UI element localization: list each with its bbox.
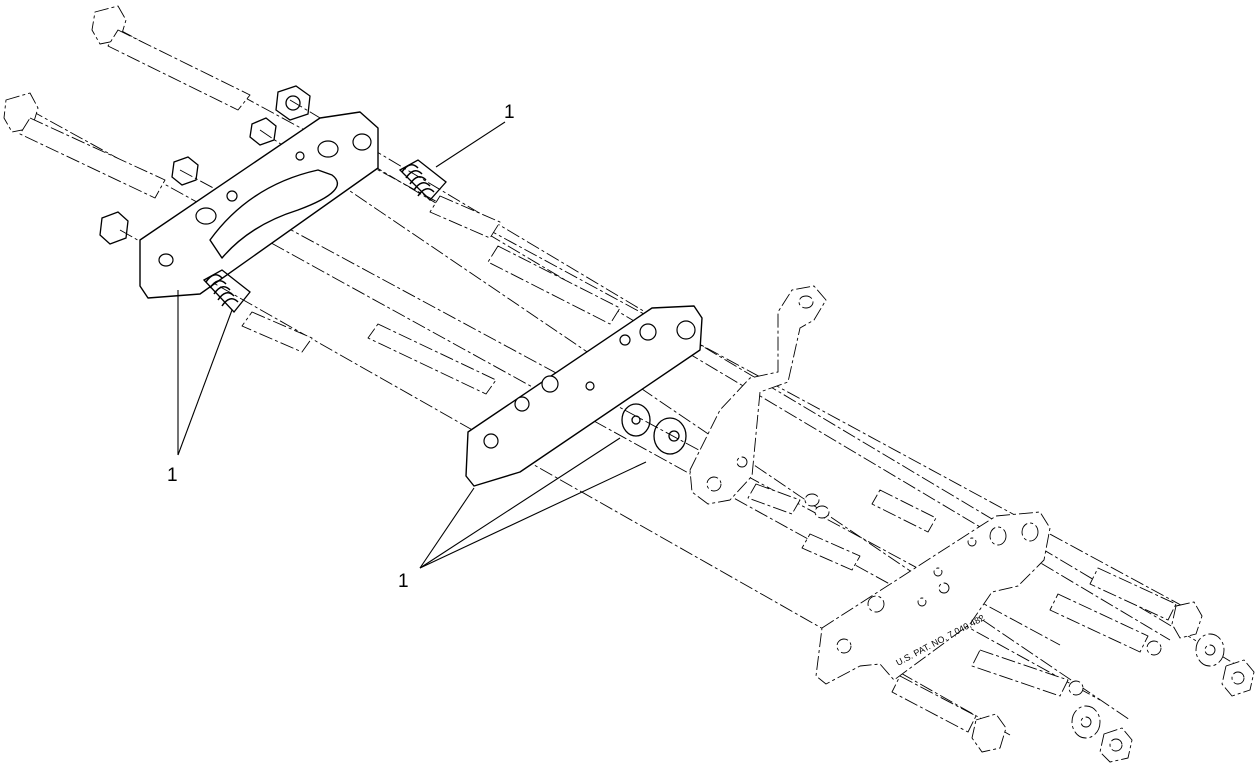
nut-icon — [171, 156, 199, 186]
bolt-icon — [891, 675, 1007, 753]
washer-icon — [621, 403, 651, 437]
nut-icon — [1221, 659, 1255, 697]
spring-icon — [202, 269, 251, 313]
nut-icon — [249, 117, 277, 146]
lever-arm — [689, 285, 827, 505]
callout-leaders — [177, 121, 647, 569]
plate-icon — [465, 305, 703, 487]
spring-icon — [398, 159, 447, 201]
callout-number-middle: 1 — [398, 571, 409, 592]
plate-icon — [139, 111, 379, 299]
washer-icon — [653, 417, 687, 455]
nut-icon — [275, 85, 311, 121]
bolt-icon — [1089, 567, 1203, 639]
spacer-icon — [971, 593, 1162, 697]
nut-icon — [1099, 727, 1133, 763]
bolt-icon — [91, 5, 251, 111]
callout-number-left: 1 — [167, 465, 178, 486]
washer-icon — [1195, 633, 1225, 667]
bolt-icon — [3, 92, 166, 199]
callout-number-springs-top: 1 — [504, 102, 515, 123]
spacer-icon — [747, 483, 937, 571]
plate-icon: U.S. PAT. NO. 7,040,482 — [815, 511, 1051, 685]
nut-icon — [99, 211, 129, 245]
spacer-icon — [241, 195, 621, 395]
washer-icon — [1071, 705, 1101, 739]
